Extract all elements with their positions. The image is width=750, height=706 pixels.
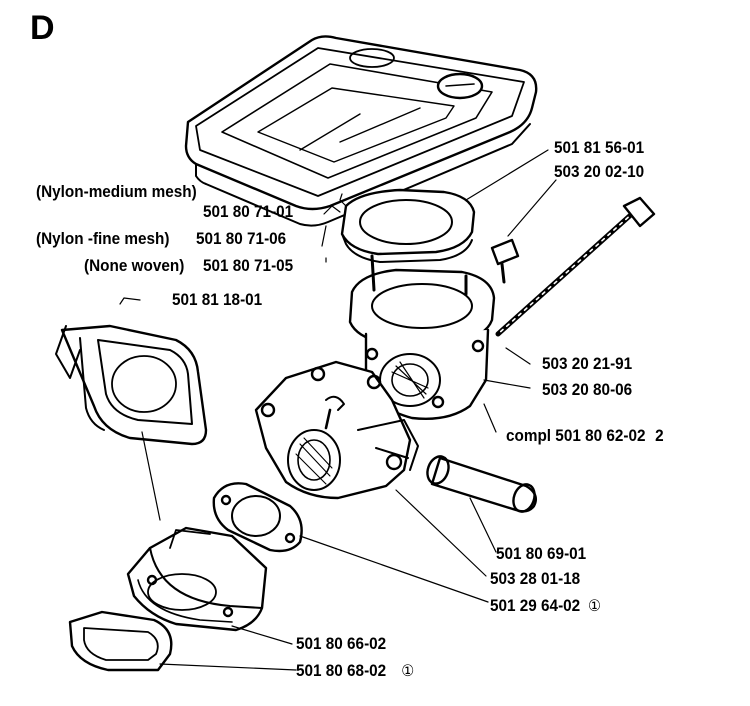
choke-rod [495, 196, 656, 337]
label-compl: compl 501 80 62-02 2 [506, 426, 664, 446]
filter-gasket [340, 188, 476, 263]
label-carburetor-gasket-text: 501 29 64-02 [490, 596, 581, 615]
label-none-woven: (None woven) [84, 256, 185, 275]
label-rod: 503 20 21-91 [542, 354, 633, 373]
intake-gasket [68, 610, 173, 672]
label-nylon-fine-mesh: (Nylon -fine mesh) [36, 229, 170, 248]
label-compl-mark: 2 [655, 426, 664, 445]
label-screw: 503 20 02-10 [554, 162, 645, 181]
label-nylon-medium-mesh: (Nylon-medium mesh) [36, 182, 197, 201]
fuel-tube [426, 455, 537, 513]
air-filter-cover [184, 35, 538, 227]
screw [490, 238, 520, 284]
label-compl-text: compl 501 80 62-02 [506, 426, 646, 445]
label-intake-gasket: 501 80 68-02 ① [296, 661, 414, 681]
label-filter-nonwoven: 501 80 71-05 [203, 256, 294, 275]
circle-one-mark: ① [588, 596, 601, 615]
label-tube: 501 80 69-01 [496, 544, 587, 563]
intake-elbow [126, 526, 268, 632]
carburetor [254, 360, 419, 500]
bracket [55, 324, 208, 446]
circle-one-mark: ① [401, 661, 415, 680]
label-bracket: 501 81 18-01 [172, 290, 263, 309]
carburetor-gasket [212, 482, 303, 553]
label-gasket-top: 501 81 56-01 [554, 138, 645, 157]
label-sleeve: 503 20 80-06 [542, 380, 633, 399]
label-filter-fine: 501 80 71-06 [196, 229, 287, 248]
label-intake: 501 80 66-02 [296, 634, 387, 653]
label-carburetor: 503 28 01-18 [490, 569, 581, 588]
filter-adapter [348, 254, 496, 420]
section-letter: D [30, 9, 55, 47]
label-carburetor-gasket: 501 29 64-02 ① [490, 596, 601, 616]
label-filter-medium: 501 80 71-01 [203, 202, 294, 221]
label-intake-gasket-text: 501 80 68-02 [296, 661, 387, 680]
leader-lines [119, 149, 557, 671]
